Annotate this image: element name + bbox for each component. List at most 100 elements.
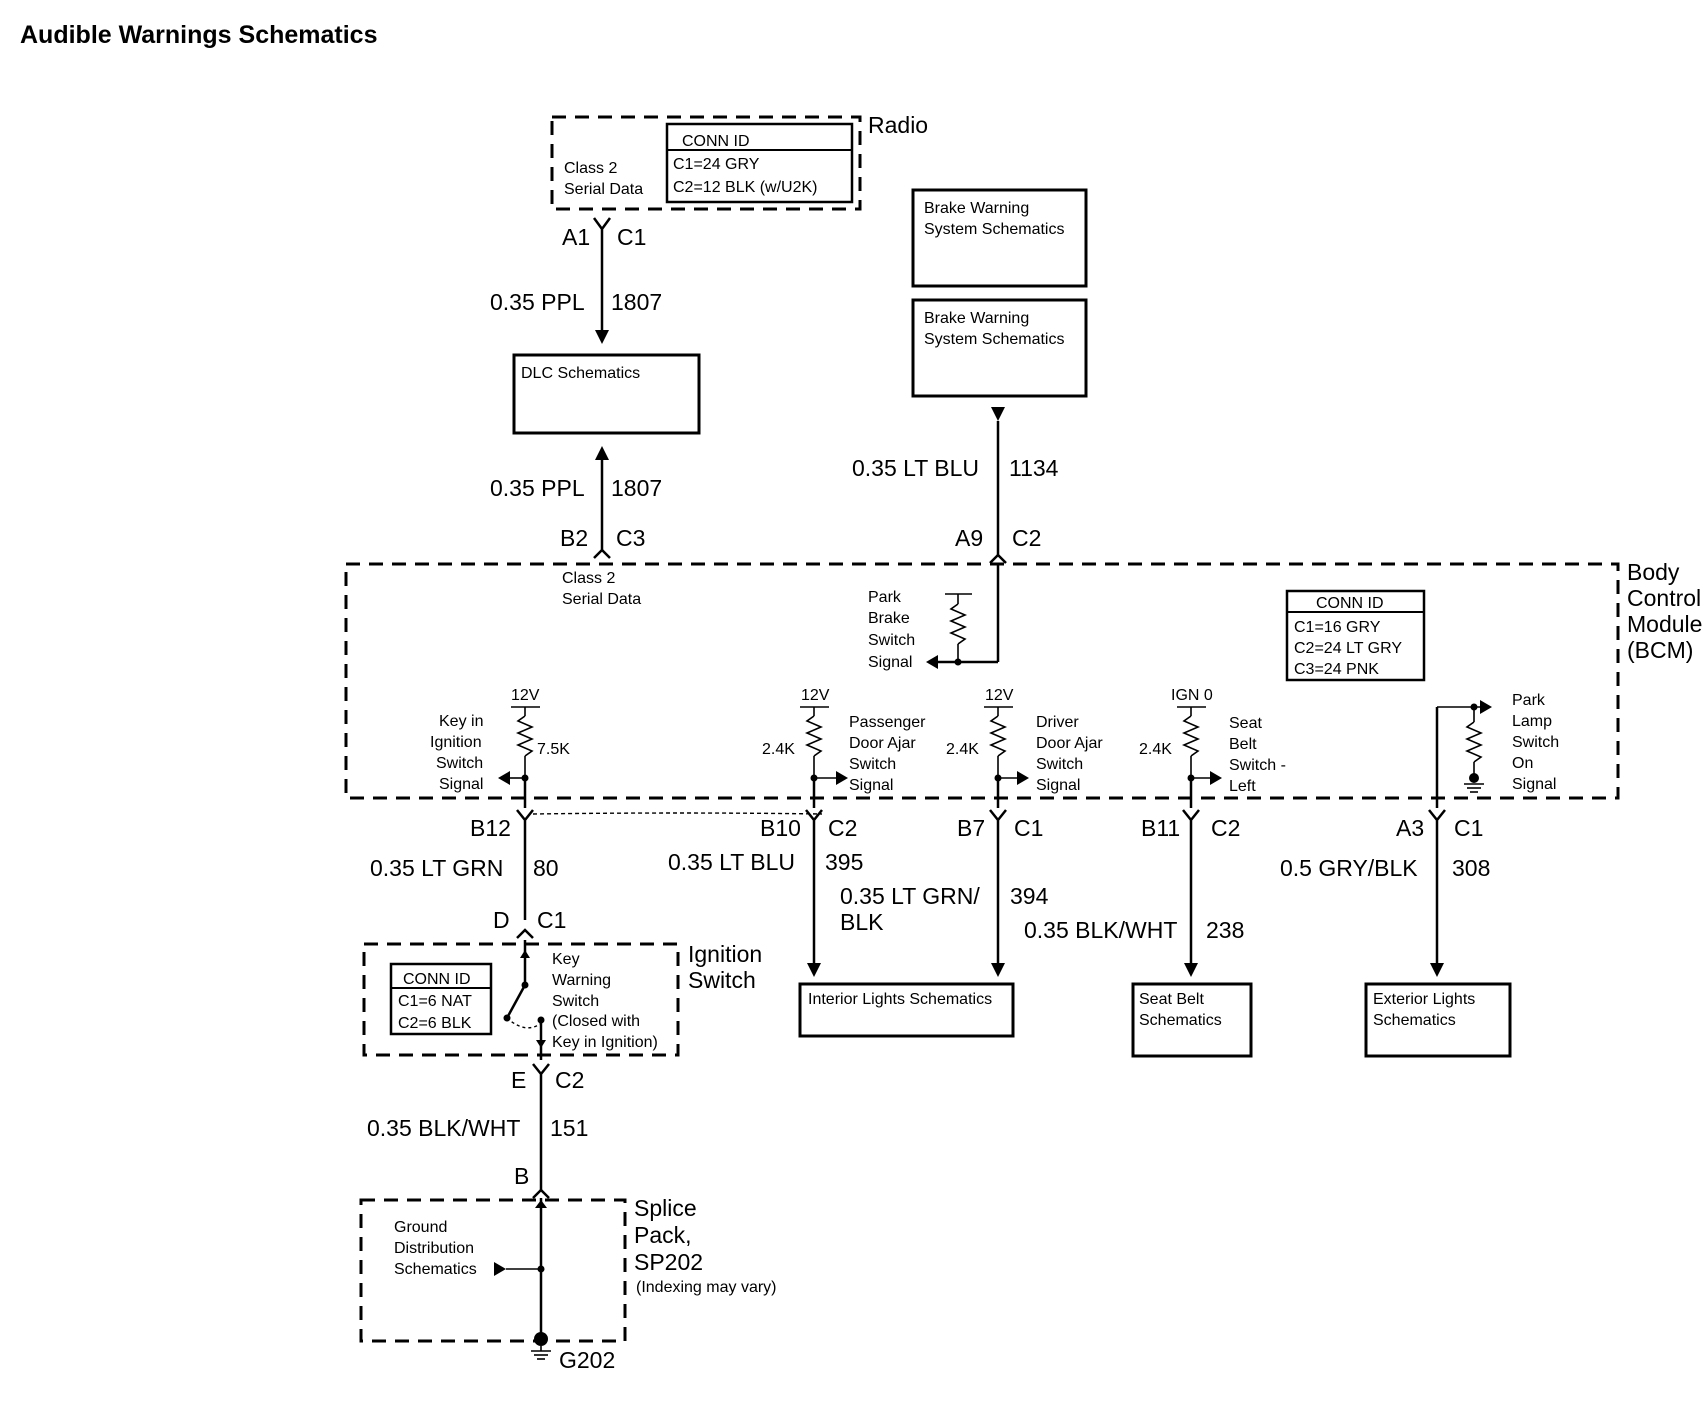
passenger-line4: Signal [849, 777, 893, 794]
bcm-name-line1: Body [1627, 559, 1680, 585]
arrow-down-icon [807, 963, 821, 977]
seat-belt-box[interactable]: Seat Belt Schematics [1131, 982, 1253, 1058]
ign-top-connector [516, 928, 534, 939]
park-lamp-line3: Switch [1512, 734, 1559, 751]
ignition-switch-module[interactable]: Ignition Switch [362, 941, 762, 1057]
bcm-conn-id-box: CONN ID C1=16 GRY C2=24 LT GRY C3=24 PNK [1285, 589, 1426, 682]
key-warning-switch [503, 940, 546, 1060]
key-in-line1: Key in [439, 713, 483, 730]
wire-151-gauge: 0.35 BLK/WHT [367, 1115, 520, 1141]
exterior-lights-box[interactable]: Exterior Lights Schematics [1364, 982, 1512, 1058]
brake1-line2: System Schematics [924, 221, 1064, 238]
exterior-lights-line2: Schematics [1373, 1012, 1456, 1029]
bcm-name-line4: (BCM) [1627, 637, 1693, 663]
radio-signal-line1: Class 2 [564, 160, 617, 177]
wire-1807-bottom-circuit: 1807 [611, 475, 662, 501]
bcm-module[interactable]: Body Control Module (BCM) [344, 559, 1702, 800]
arrow-right-icon [836, 771, 848, 785]
park-brake-line2: Brake [868, 610, 910, 627]
exterior-lights-line1: Exterior Lights [1373, 991, 1475, 1008]
ign-conn-id-box: CONN ID C1=6 NAT C2=6 BLK [389, 962, 493, 1036]
driver-line1: Driver [1036, 714, 1079, 731]
radio-conn-id-box: CONN ID C1=24 GRY C2=12 BLK (w/U2K) [665, 122, 854, 204]
wire-1807-bottom-gauge: 0.35 PPL [490, 475, 585, 501]
bcm-conn-c1: C1=16 GRY [1294, 619, 1381, 636]
arrow-down-icon [1184, 963, 1198, 977]
ground-id: G202 [559, 1347, 615, 1373]
pin-b7-conn: C1 [1014, 815, 1043, 841]
seatbelt-line3: Switch - [1229, 757, 1286, 774]
b10-connector [805, 809, 823, 963]
bcm-pin-b2: B2 [560, 525, 588, 551]
wire-308-gauge: 0.5 GRY/BLK [1280, 855, 1418, 881]
ign-name-line1: Ignition [688, 941, 762, 967]
arrow-right-icon [494, 1262, 506, 1276]
driver-line3: Switch [1036, 756, 1083, 773]
seat-belt-line2: Schematics [1139, 1012, 1222, 1029]
wire-1807-top-circuit: 1807 [611, 289, 662, 315]
splice-pack-module[interactable]: Splice Pack, SP202 (Indexing may vary) [359, 1195, 777, 1343]
seatbelt-resistor: 2.4K [1139, 741, 1172, 758]
radio-connector: C1 [617, 224, 646, 250]
splice-name-line1: Splice [634, 1195, 697, 1221]
radio-connector-fork [592, 217, 612, 330]
b7-connector [989, 809, 1007, 963]
key-warning-line2: Warning [552, 972, 611, 989]
driver-door-circuit [984, 706, 1029, 808]
brake-warning-box-1[interactable]: Brake Warning System Schematics [911, 188, 1088, 288]
key-warning-line4: (Closed with [552, 1013, 640, 1030]
splice-pin: B [514, 1163, 529, 1189]
splice-note: (Indexing may vary) [636, 1279, 777, 1296]
park-lamp-line2: Lamp [1512, 713, 1552, 730]
wire-1134-circuit: 1134 [1009, 455, 1059, 481]
ground-dist-line1: Ground [394, 1219, 447, 1236]
arrow-down-icon [991, 407, 1005, 421]
wire-395-circuit: 395 [825, 849, 863, 875]
passenger-line2: Door Ajar [849, 735, 916, 752]
wire-1134-gauge: 0.35 LT BLU [852, 455, 979, 481]
driver-line2: Door Ajar [1036, 735, 1103, 752]
dlc-label: DLC Schematics [521, 365, 640, 382]
radio-name: Radio [868, 112, 928, 138]
arrow-left-icon [926, 655, 938, 669]
bcm-pin-a9: A9 [955, 525, 983, 551]
wire-394-circuit: 394 [1010, 883, 1049, 909]
park-lamp-line4: On [1512, 755, 1533, 772]
seatbelt-line2: Belt [1229, 736, 1257, 753]
interior-lights-box[interactable]: Interior Lights Schematics [798, 982, 1015, 1038]
dlc-schematics-box[interactable]: DLC Schematics [512, 353, 701, 435]
arrow-up-icon [595, 446, 609, 460]
bcm-conn-c2: C2=24 LT GRY [1294, 640, 1402, 657]
a3-connector [1428, 809, 1446, 963]
b12-connector [516, 809, 534, 920]
key-in-line4: Signal [439, 776, 483, 793]
ground-dist-line2: Distribution [394, 1240, 474, 1257]
ign-conn-c1: C1=6 NAT [398, 993, 472, 1010]
arrow-right-icon [1480, 700, 1492, 714]
bcm-conn-c2-top: C2 [1012, 525, 1041, 551]
ign-pin-top: D [493, 907, 510, 933]
radio-signal-line2: Serial Data [564, 181, 643, 198]
park-lamp-circuit [1435, 700, 1492, 808]
bcm-class2-line1: Class 2 [562, 570, 615, 587]
wire-394-gauge-line2: BLK [840, 909, 884, 935]
pin-b7: B7 [957, 815, 985, 841]
b11-connector [1182, 809, 1200, 963]
key-warning-line5: Key in Ignition) [552, 1034, 658, 1051]
radio-pin: A1 [562, 224, 590, 250]
bcm-a9-connector [989, 553, 1007, 564]
pin-b12: B12 [470, 815, 511, 841]
radio-module[interactable]: Radio Class 2 Serial Data CONN ID C1=24 … [550, 112, 928, 211]
interior-lights-label: Interior Lights Schematics [808, 991, 992, 1008]
seatbelt-circuit [1177, 706, 1222, 808]
key-in-line2: Ignition [430, 734, 482, 751]
ign-name-line2: Switch [688, 967, 756, 993]
key-in-resistor: 7.5K [537, 741, 570, 758]
pin-a3: A3 [1396, 815, 1424, 841]
park-brake-line3: Switch [868, 632, 915, 649]
passenger-line1: Passenger [849, 714, 926, 731]
brake-warning-box-2[interactable]: Brake Warning System Schematics [911, 298, 1088, 398]
splice-connector [532, 1188, 550, 1199]
bcm-name-line2: Control [1627, 585, 1701, 611]
pin-b10: B10 [760, 815, 801, 841]
